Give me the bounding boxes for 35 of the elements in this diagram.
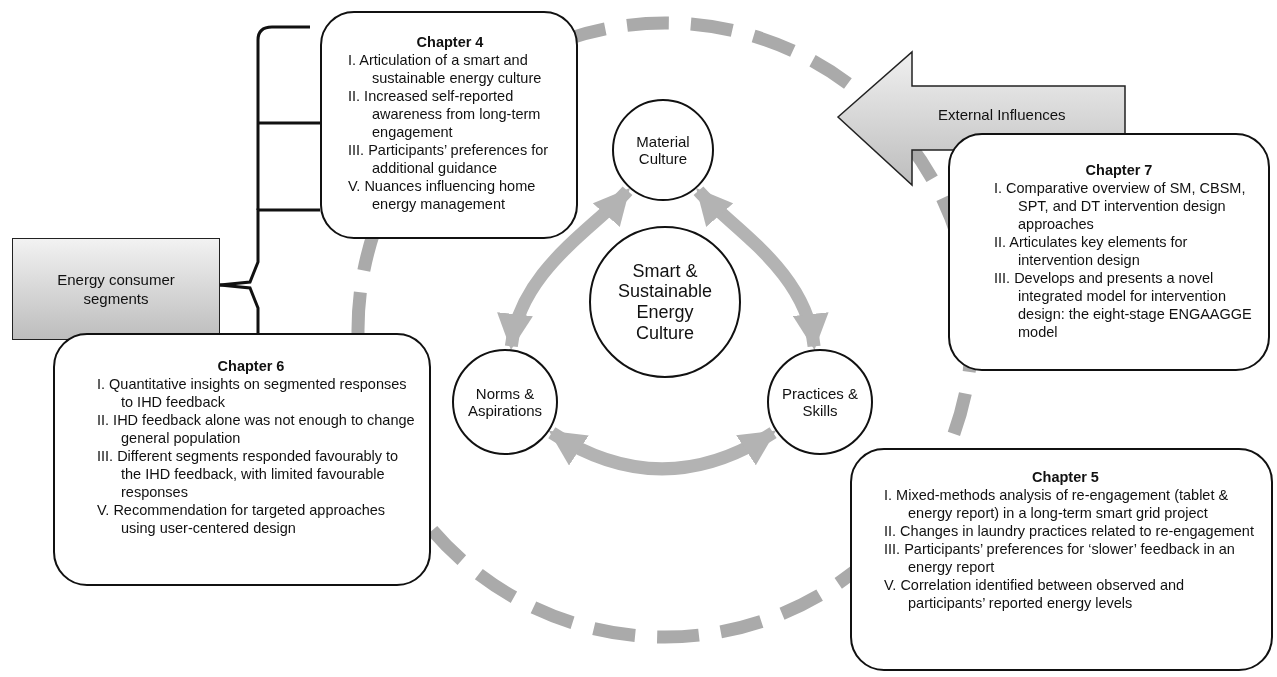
chapter-callout: [320, 11, 578, 239]
finding-item: III. Participants’ preferences for ‘slower’ feedback in an energy report: [883, 540, 1236, 576]
chapter-heading: Chapter 7: [1084, 161, 1154, 179]
chapter-heading: Chapter 4: [415, 33, 485, 51]
finding-item: V. Correlation identified between observed and participants’ reported energy levels: [883, 576, 1186, 612]
chapter-heading: Chapter 5: [1031, 468, 1100, 486]
segment-label: Energy consumer segments: [56, 270, 176, 308]
finding-item: I. Quantitative insights on segmented responses to IHD feedback: [96, 375, 408, 411]
finding-item: V. Recommendation for targeted approaches using user-centered design: [96, 501, 387, 537]
finding-item: I. Mixed-methods analysis of re-engagement (tablet & energy report) in a long-term smart grid project: [883, 486, 1230, 522]
cycle-arrow: [499, 186, 633, 350]
finding-item: II. Increased self-reported awareness from long-term engagement: [347, 87, 542, 141]
segment-box: [12, 238, 220, 340]
finding-item: II. Articulates key elements for intervention design: [993, 233, 1189, 269]
circle-label: Material Culture: [635, 132, 691, 168]
bracket-connector: [219, 208, 320, 287]
bracket-connector: [219, 283, 260, 333]
finding-item: II. IHD feedback alone was not enough to change general population: [96, 411, 416, 447]
finding-item: I. Comparative overview of SM, CBSM, SPT, and DT intervention design approaches: [993, 179, 1247, 233]
cycle-arrow: [693, 186, 826, 350]
circle-label: Norms & Aspirations: [466, 384, 544, 420]
finding-item: III. Develops and presents a novel integrated model for intervention design: the eight-stage ENGAAGGE model: [993, 269, 1253, 341]
chapter-heading: Chapter 6: [216, 357, 286, 375]
cycle-arrow: [548, 427, 777, 476]
chapter-callout: [53, 333, 431, 586]
finding-item: II. Changes in laundry practices related to re-engagement: [883, 522, 1255, 540]
chapter-callout: [948, 133, 1270, 371]
finding-item: V. Nuances influencing home energy management: [347, 177, 537, 213]
influence-label: External Influences: [938, 106, 1066, 123]
finding-item: I. Articulation of a smart and sustainable energy culture: [347, 51, 543, 87]
finding-item: III. Participants’ preferences for additional guidance: [347, 141, 550, 177]
finding-item: III. Different segments responded favourably to the IHD feedback, with limited favourable responses: [96, 447, 400, 501]
circle-label: Smart & Sustainable Energy Culture: [616, 260, 714, 344]
chapter-callout: [850, 448, 1273, 671]
circle-label: Practices & Skills: [781, 384, 859, 420]
